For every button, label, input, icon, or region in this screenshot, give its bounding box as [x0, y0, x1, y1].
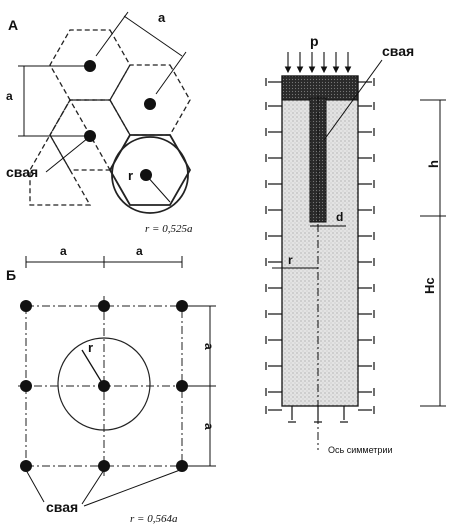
pile-cap	[281, 75, 359, 101]
dim-d-text: d	[336, 210, 343, 224]
radius-label-section: r	[288, 253, 293, 267]
hexagon-grid	[29, 29, 191, 206]
load-arrows	[284, 52, 352, 74]
panel-b: Б a a a a r	[6, 244, 216, 524]
radius-label-a: r	[128, 168, 133, 183]
pile-leader-b-3	[83, 469, 181, 507]
dim-b-top-right-text: a	[136, 244, 143, 258]
radius-line-a	[145, 174, 171, 203]
dim-a-top-measure	[123, 15, 183, 57]
pile-b-9	[176, 460, 188, 472]
pile-b-6	[176, 380, 188, 392]
formula-b: r = 0,564a	[130, 513, 178, 524]
pile-label-section: свая	[382, 43, 414, 59]
panel-b-label: Б	[6, 267, 16, 283]
dim-a-top-line2	[155, 51, 187, 95]
dim-a-top-text: a	[158, 10, 166, 25]
load-label: p	[310, 33, 319, 49]
pile-b-4	[20, 380, 32, 392]
dim-b-right-top-text: a	[202, 343, 216, 350]
pile-b-7	[20, 460, 32, 472]
equivalent-circle-b	[57, 337, 151, 431]
pile-b-8	[98, 460, 110, 472]
axis-label: Ось симметрии	[328, 445, 392, 455]
dim-b-top-left-text: a	[60, 244, 67, 258]
cross-section: p свая Ось симметрии d r	[265, 33, 446, 455]
panel-a: А r a a свая r = 0,525a	[6, 10, 193, 235]
pile-b-1	[20, 300, 32, 312]
pile-leader-a	[45, 137, 89, 173]
pile-leader-b-1	[25, 469, 45, 503]
right-boundary-anchors	[358, 78, 375, 414]
radius-label-b: r	[88, 340, 93, 355]
left-boundary-anchors	[265, 78, 282, 414]
dim-hc-text: Hс	[422, 277, 437, 294]
radius-line-b	[81, 349, 105, 387]
hexagon-cell-solid	[108, 134, 192, 206]
pile-b-5	[98, 380, 110, 392]
pile-leader-b-2	[81, 469, 105, 505]
pile-label-b: свая	[46, 499, 78, 515]
bottom-boundary-anchors	[288, 406, 348, 423]
pile-leader-section	[323, 59, 383, 141]
pile-b-3	[176, 300, 188, 312]
height-dimensions	[420, 99, 446, 407]
equivalent-circle-a	[111, 136, 189, 214]
hexagon-bottom-left	[29, 133, 92, 206]
dim-a-top-line	[95, 11, 129, 57]
panel-a-label: А	[8, 17, 18, 33]
dim-h-text: h	[426, 160, 441, 168]
pile-a-2	[144, 98, 156, 110]
dim-a-left-text: a	[6, 89, 13, 103]
pile-label-a: свая	[6, 164, 38, 180]
pile-b-2	[98, 300, 110, 312]
dim-b-right-bottom-text: a	[202, 423, 216, 430]
formula-a: r = 0,525a	[145, 223, 193, 235]
